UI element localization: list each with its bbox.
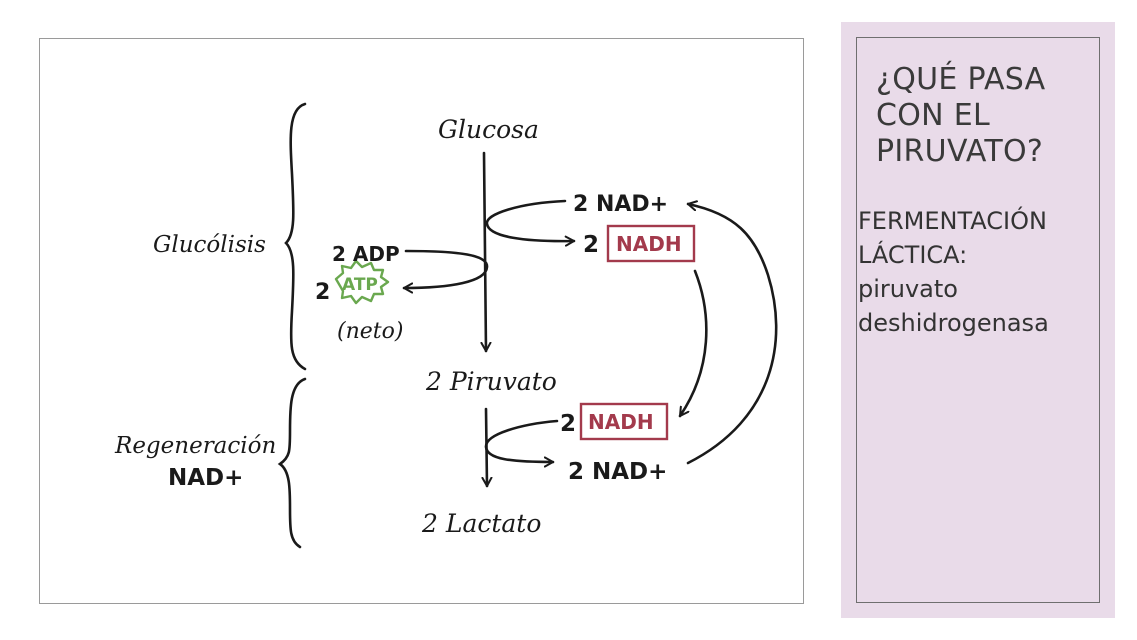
- atp-label: ATP: [342, 275, 378, 295]
- nadh-bottom-box: [579, 402, 669, 441]
- slide-body: FERMENTACIÓN LÁCTICA: piruvato deshidrog…: [858, 204, 1098, 340]
- nad-top-label: 2 NAD+: [573, 192, 668, 217]
- slide-title: ¿QUÉ PASA CON EL PIRUVATO?: [876, 62, 1046, 169]
- glucolisis-brace: [284, 102, 307, 371]
- atp-starburst: [334, 259, 390, 305]
- side-panel-frame: ¿QUÉ PASA CON EL PIRUVATO? FERMENTACIÓN …: [856, 37, 1100, 603]
- nadh-bottom-label: NADH: [588, 410, 654, 434]
- nad-cycle-arrow: [686, 204, 778, 465]
- body-line: LÁCTICA:: [858, 241, 968, 269]
- atp-coefficient: 2: [315, 280, 330, 305]
- regeneracion-nad-label: NAD+: [168, 465, 243, 491]
- pathway-figure: Glucosa 2 Piruvato 2 Lactato Glucólisis …: [39, 38, 804, 604]
- nadh-cycle-arrow: [678, 269, 708, 418]
- body-line: piruvato: [858, 275, 958, 303]
- glucosa-label: Glucosa: [438, 115, 539, 144]
- adp-to-atp-arrow: [402, 249, 489, 288]
- nadh-top-box: [606, 224, 696, 263]
- glucosa-to-piruvato-arrow: [484, 151, 486, 353]
- side-panel: ¿QUÉ PASA CON EL PIRUVATO? FERMENTACIÓN …: [841, 22, 1115, 618]
- nadh-top-coefficient: 2: [583, 232, 599, 258]
- piruvato-label: 2 Piruvato: [425, 367, 557, 396]
- regeneracion-label: Regeneración: [114, 433, 276, 459]
- adp-label: 2 ADP: [332, 242, 400, 266]
- body-line: deshidrogenasa: [858, 309, 1049, 337]
- fermentation-diagram: Glucosa 2 Piruvato 2 Lactato Glucólisis …: [114, 102, 778, 549]
- nad-to-nadh-top-arrow: [485, 199, 576, 241]
- glucolisis-label: Glucólisis: [153, 232, 266, 258]
- nadh-bottom-coefficient: 2: [560, 411, 576, 437]
- body-line: FERMENTACIÓN: [858, 207, 1047, 235]
- nadh-to-nad-bottom-arrow: [484, 419, 559, 462]
- lactato-label: 2 Lactato: [421, 509, 541, 538]
- regeneracion-brace: [277, 377, 307, 549]
- neto-label: (neto): [337, 319, 403, 344]
- nad-bottom-label: 2 NAD+: [568, 459, 667, 485]
- nadh-top-label: NADH: [616, 232, 682, 256]
